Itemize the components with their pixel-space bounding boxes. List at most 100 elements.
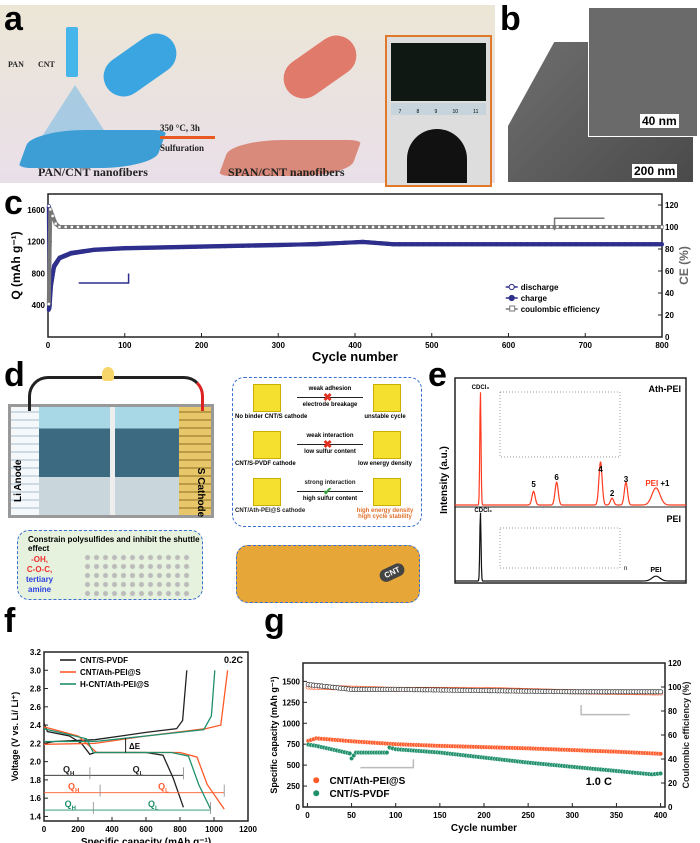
peak-label: 2: [610, 489, 615, 498]
data-point: [397, 242, 402, 247]
shuttle-title: Constrain polysulfides and inhibit the s…: [28, 535, 200, 553]
legend-label: coulombic efficiency: [521, 305, 601, 314]
peak-label: PEI: [645, 479, 658, 488]
x-tick-label: 100: [389, 811, 403, 820]
data-point: [46, 308, 51, 312]
condition-label: 350 °C, 3h: [160, 123, 200, 133]
data-point: [617, 242, 621, 247]
data-point: [264, 243, 269, 248]
ql-label: Q: [148, 799, 155, 809]
capacity-point: [384, 750, 390, 755]
cross-icon: ✖: [323, 392, 333, 404]
y-tick-label: 0: [296, 803, 301, 812]
y2-tick-label: 40: [668, 755, 677, 764]
solvent-label: CDCl₃: [472, 385, 490, 391]
data-point: [342, 240, 347, 245]
y2-axis-title: Coulombic efficiency (%): [681, 681, 691, 788]
data-point: [324, 241, 329, 246]
data-point: [409, 242, 414, 247]
data-point: [598, 242, 603, 247]
legend-label: charge: [521, 294, 548, 303]
s-cathode: [179, 407, 211, 515]
result-label: unstable cycle: [364, 414, 406, 420]
data-point: [617, 225, 621, 229]
ath-pei-structure: [499, 391, 621, 458]
trace-label: Ath-PEI: [649, 384, 682, 394]
legend-label: discharge: [521, 283, 559, 292]
data-point: [598, 225, 603, 229]
data-point: [567, 225, 572, 229]
ql-label-subscript: L: [165, 789, 169, 795]
data-point: [358, 225, 363, 229]
data-point: [318, 241, 323, 246]
data-point: [235, 225, 240, 229]
data-point: [46, 302, 51, 306]
data-point: [360, 240, 365, 244]
y-tick-label: 1000: [282, 719, 300, 728]
data-point: [211, 225, 216, 229]
x-tick-label: 200: [195, 341, 209, 350]
data-point: [205, 244, 210, 249]
data-point: [266, 225, 271, 229]
data-point: [125, 225, 129, 229]
data-point: [647, 242, 652, 247]
data-point: [373, 241, 377, 245]
data-point: [63, 254, 68, 258]
data-point: [223, 225, 228, 229]
data-point: [531, 225, 535, 229]
result-label: low energy density: [357, 461, 412, 467]
data-point: [629, 242, 634, 247]
data-point: [611, 225, 615, 229]
data-point: [348, 240, 353, 245]
solvent-label: CDCl₃: [474, 508, 492, 514]
data-point: [146, 246, 151, 250]
data-point: [383, 225, 388, 229]
data-point: [223, 244, 228, 249]
right-axis-arrow-icon: [553, 217, 605, 231]
data-point: [366, 240, 371, 245]
data-point: [174, 225, 179, 229]
x-tick-label: 0: [305, 811, 310, 820]
trace-label: PEI: [666, 514, 681, 524]
data-point: [458, 242, 462, 247]
cnt-label: CNT: [38, 60, 55, 69]
cathode-label: CNT/Ath-PEI@S cathode: [235, 508, 306, 514]
y-axis-title: Specific capacity (mAh g⁻¹): [269, 676, 279, 793]
data-point: [604, 242, 609, 247]
data-point: [531, 242, 535, 247]
data-point: [86, 249, 91, 253]
data-point: [294, 242, 299, 247]
data-point: [303, 225, 308, 229]
li-anode: [11, 407, 39, 515]
peak-label: +1: [660, 479, 670, 488]
data-point: [518, 225, 523, 229]
data-point: [94, 225, 99, 229]
data-point: [336, 241, 341, 245]
data-point: [482, 242, 487, 247]
legend-label: CNT/Ath-PEI@S: [329, 776, 405, 787]
data-point: [568, 242, 572, 247]
data-point: [574, 242, 578, 247]
data-point: [312, 241, 317, 246]
y-axis-title: Voltage (V vs. Li/ Li⁺): [10, 692, 20, 782]
panel-label-g: g: [264, 602, 285, 640]
x-tick-label: 500: [425, 341, 439, 350]
data-point: [328, 225, 332, 229]
y2-tick-label: 0: [665, 333, 670, 342]
data-point: [128, 246, 133, 251]
data-point: [116, 246, 121, 251]
pan-label: PAN: [8, 60, 24, 69]
cathode-cube-icon: [253, 478, 281, 506]
data-point: [415, 242, 420, 247]
interaction-label: strong interaction: [304, 480, 356, 486]
data-point: [654, 225, 658, 229]
data-point: [580, 242, 585, 247]
y2-axis-title: CE (%): [677, 246, 691, 285]
data-point: [285, 225, 289, 229]
data-point: [98, 247, 103, 252]
data-point: [252, 243, 257, 248]
data-point: [549, 242, 554, 247]
data-point: [248, 225, 252, 229]
x-tick-label: 600: [139, 825, 153, 834]
data-point: [106, 225, 111, 229]
